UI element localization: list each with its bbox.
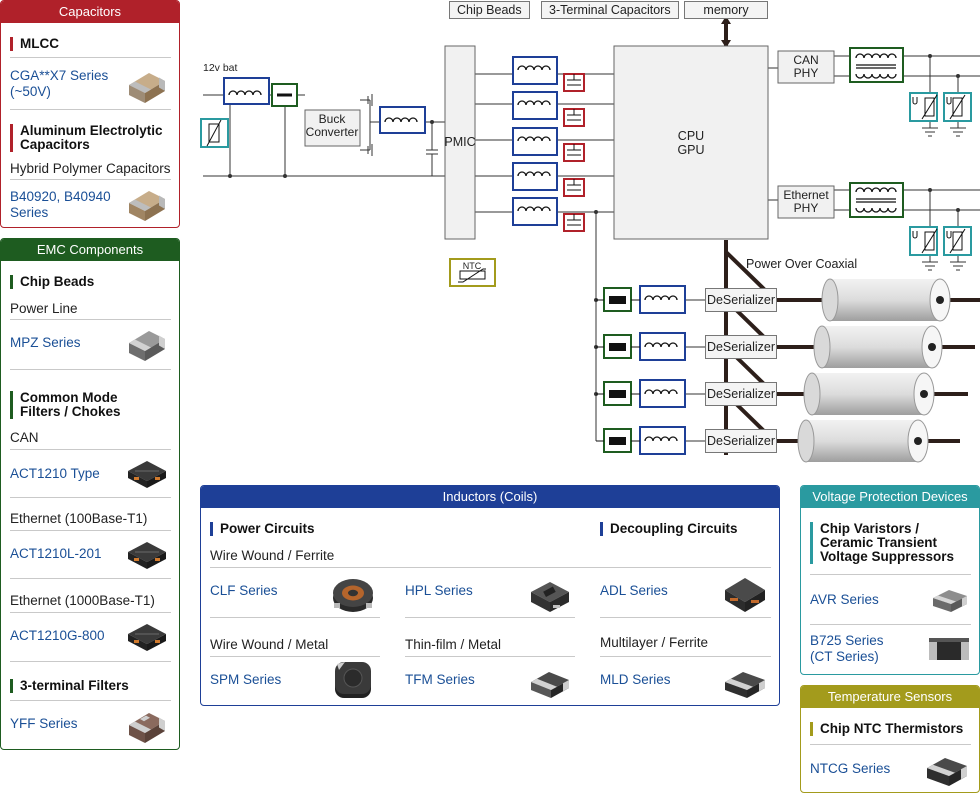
memory-top-label: memory <box>684 1 768 19</box>
ethernet-1000-label: Ethernet (1000Base-T1) <box>10 593 155 608</box>
aluminum-electrolytic-heading: Aluminum Electrolytic Capacitors <box>10 124 163 152</box>
ethernet-phy-block <box>777 185 835 219</box>
chip-bead-icon <box>129 331 165 361</box>
can-phy-label-2: PHY <box>794 66 819 80</box>
power-over-coaxial-label: Power Over Coaxial <box>746 257 857 271</box>
spm-series-link[interactable]: SPM Series <box>210 672 282 687</box>
avr-varistor-icon <box>933 590 967 612</box>
capacitors-panel: Capacitors MLCC CGA**X7 Series (~50V) Al… <box>0 0 180 228</box>
wire-wound-metal-label: Wire Wound / Metal <box>210 637 329 652</box>
capacitors-title: Capacitors <box>1 1 179 23</box>
three-terminal-filter-icon <box>129 713 165 743</box>
adl-series-link[interactable]: ADL Series <box>600 583 668 598</box>
chip-ntc-heading: Chip NTC Thermistors <box>810 722 963 736</box>
hpl-inductor-icon <box>531 582 569 612</box>
voltage-protection-title: Voltage Protection Devices <box>801 486 979 508</box>
gpu-label: GPU <box>677 143 704 157</box>
inductors-title: Inductors (Coils) <box>201 486 779 508</box>
three-terminal-filters-heading: 3-terminal Filters <box>10 679 129 693</box>
common-mode-heading: Common Mode Filters / Chokes <box>10 391 121 419</box>
deserializer-2: DeSerializer <box>705 335 777 359</box>
b40920-series-link[interactable]: B40920, B40940 Series <box>10 189 111 220</box>
clf-inductor-icon <box>333 579 373 612</box>
spm-inductor-icon <box>335 662 371 698</box>
cpu-label: CPU <box>678 129 704 143</box>
cpu-gpu-block <box>613 45 769 240</box>
hybrid-polymer-label: Hybrid Polymer Capacitors <box>10 161 171 176</box>
buck-label-1: Buck <box>319 112 347 126</box>
eth-phy-label-1: Ethernet <box>783 188 829 202</box>
common-mode-choke-icon <box>128 461 166 488</box>
emc-components-panel: EMC Components Chip Beads Power Line MPZ… <box>0 238 180 750</box>
hybrid-capacitor-icon <box>129 191 165 221</box>
common-mode-choke-icon <box>128 542 166 569</box>
temperature-sensors-panel: Temperature Sensors Chip NTC Thermistors… <box>800 685 980 793</box>
multilayer-ferrite-label: Multilayer / Ferrite <box>600 635 709 650</box>
common-mode-choke-icon <box>128 624 166 651</box>
adl-inductor-icon <box>725 578 765 612</box>
eth-phy-label-2: PHY <box>794 201 819 215</box>
yff-series-link[interactable]: YFF Series <box>10 716 78 731</box>
chip-beads-top-label: Chip Beads <box>449 1 530 19</box>
voltage-protection-panel: Voltage Protection Devices Chip Varistor… <box>800 485 980 675</box>
deserializer-3: DeSerializer <box>705 382 777 406</box>
can-phy-label-1: CAN <box>793 53 818 67</box>
avr-series-link[interactable]: AVR Series <box>810 592 879 607</box>
deserializer-1: DeSerializer <box>705 288 777 312</box>
ntc-label: NTC <box>463 261 482 271</box>
b725-series-link[interactable]: B725 Series (CT Series) <box>810 633 884 664</box>
decoupling-circuits-heading: Decoupling Circuits <box>600 522 738 536</box>
coaxial-cables <box>797 278 951 463</box>
act1210g-800-link[interactable]: ACT1210G-800 <box>10 628 105 643</box>
temperature-title: Temperature Sensors <box>801 686 979 708</box>
can-phy-block <box>777 50 835 84</box>
cga-series-link[interactable]: CGA**X7 Series (~50V) <box>10 68 109 99</box>
hpl-series-link[interactable]: HPL Series <box>405 583 473 598</box>
tfm-inductor-icon <box>531 672 569 698</box>
power-line-label: Power Line <box>10 301 78 316</box>
b725-suppressor-icon <box>929 638 969 660</box>
can-label: CAN <box>10 430 39 445</box>
mlcc-chip-icon <box>129 73 165 103</box>
mld-series-link[interactable]: MLD Series <box>600 672 671 687</box>
mpz-series-link[interactable]: MPZ Series <box>10 335 81 350</box>
clf-series-link[interactable]: CLF Series <box>210 583 278 598</box>
thin-film-metal-label: Thin-film / Metal <box>405 637 502 652</box>
mld-inductor-icon <box>725 672 765 698</box>
buck-label-2: Converter <box>306 125 359 139</box>
pmic-inductor-row <box>512 56 558 226</box>
pmic-block <box>444 45 476 240</box>
ntcg-series-link[interactable]: NTCG Series <box>810 761 891 776</box>
system-block-diagram: 12v bat Buck Converter PMIC CPU GPU CAN … <box>200 16 980 463</box>
ntcg-thermistor-icon <box>927 758 967 786</box>
buck-converter-block <box>304 109 361 147</box>
emc-title: EMC Components <box>1 239 179 261</box>
power-circuits-heading: Power Circuits <box>210 522 315 536</box>
act1210-type-link[interactable]: ACT1210 Type <box>10 466 100 481</box>
three-terminal-capacitors-top-label: 3-Terminal Capacitors <box>541 1 679 19</box>
pmic-label: PMIC <box>444 135 475 149</box>
inductors-panel: Inductors (Coils) Power Circuits Decoupl… <box>200 485 780 706</box>
ethernet-100-label: Ethernet (100Base-T1) <box>10 511 148 526</box>
chip-beads-heading: Chip Beads <box>10 275 94 289</box>
wire-wound-ferrite-label: Wire Wound / Ferrite <box>210 548 335 563</box>
ntc-block <box>449 258 496 287</box>
varistors-heading: Chip Varistors / Ceramic Transient Volta… <box>810 522 954 564</box>
act1210l-201-link[interactable]: ACT1210L-201 <box>10 546 102 561</box>
battery-label: 12v bat <box>203 62 238 74</box>
deserializer-4: DeSerializer <box>705 429 777 453</box>
tfm-series-link[interactable]: TFM Series <box>405 672 475 687</box>
mlcc-heading: MLCC <box>10 37 59 51</box>
